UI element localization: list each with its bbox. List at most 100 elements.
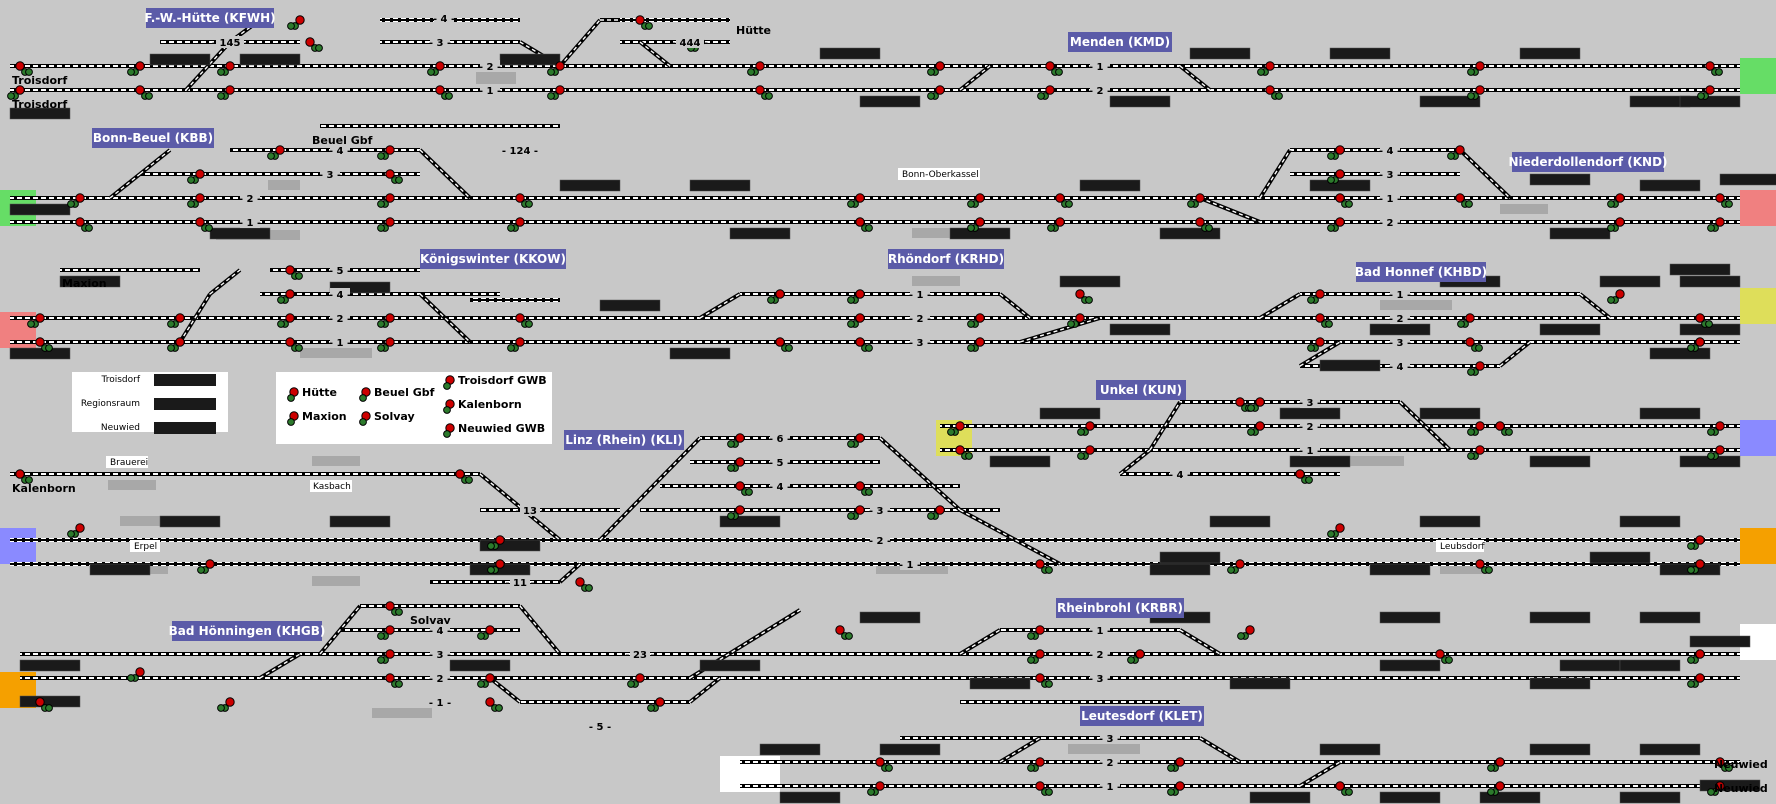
signal-icon[interactable] [187, 193, 205, 208]
track-crossover[interactable] [1498, 340, 1532, 368]
signal-icon[interactable] [217, 85, 235, 100]
signal-icon[interactable] [477, 673, 495, 688]
signal-icon[interactable] [1327, 145, 1345, 160]
track-crossover[interactable] [638, 40, 672, 68]
track-segment[interactable] [620, 40, 730, 44]
signal-icon[interactable] [1237, 625, 1255, 640]
entry-marker-blue-left[interactable] [0, 528, 36, 564]
signal-icon[interactable] [1077, 421, 1095, 436]
signal-icon[interactable] [1687, 673, 1705, 688]
station-khbd[interactable]: Bad Honnef (KHBD) [1355, 262, 1487, 282]
signal-icon[interactable] [377, 217, 395, 232]
track-crossover[interactable] [1178, 64, 1212, 92]
track-segment[interactable] [300, 64, 520, 68]
signal-icon[interactable] [277, 313, 295, 328]
signal-icon[interactable] [1055, 193, 1073, 208]
signal-icon[interactable] [267, 145, 285, 160]
entry-marker-red-right[interactable] [1740, 190, 1776, 226]
signal-icon[interactable] [377, 625, 395, 640]
signal-icon[interactable] [377, 649, 395, 664]
signal-icon[interactable] [305, 37, 323, 52]
signal-icon[interactable] [547, 85, 565, 100]
track-segment[interactable] [640, 508, 1000, 512]
signal-icon[interactable] [1335, 193, 1353, 208]
track-crossover[interactable] [998, 292, 1032, 320]
signal-icon[interactable] [1077, 445, 1095, 460]
signal-icon[interactable] [1075, 289, 1093, 304]
signal-icon[interactable] [855, 481, 873, 496]
track-segment[interactable] [10, 64, 1740, 68]
signal-icon[interactable] [187, 169, 205, 184]
signal-icon[interactable] [1335, 781, 1353, 796]
signal-icon[interactable] [1457, 313, 1475, 328]
track-segment[interactable] [60, 268, 200, 272]
signal-icon[interactable] [217, 697, 235, 712]
signal-icon[interactable] [1027, 625, 1045, 640]
signal-icon[interactable] [1495, 421, 1513, 436]
station-klet[interactable]: Leutesdorf (KLET) [1080, 706, 1204, 726]
track-segment[interactable] [1290, 148, 1460, 152]
station-kli[interactable]: Linz (Rhein) (KLI) [564, 430, 684, 450]
signal-icon[interactable] [197, 559, 215, 574]
track-crossover[interactable] [1578, 292, 1612, 320]
signal-icon[interactable] [167, 337, 185, 352]
signal-icon[interactable] [967, 193, 985, 208]
signal-icon[interactable] [1465, 337, 1483, 352]
signal-icon[interactable] [927, 61, 945, 76]
signal-icon[interactable] [507, 337, 525, 352]
track-crossover[interactable] [138, 148, 172, 176]
signal-icon[interactable] [1047, 217, 1065, 232]
signal-icon[interactable] [455, 469, 473, 484]
signal-icon[interactable] [1035, 559, 1053, 574]
track-crossover[interactable] [958, 64, 992, 92]
signal-icon[interactable] [575, 577, 593, 592]
track-segment[interactable] [1180, 400, 1400, 404]
signal-icon[interactable] [775, 337, 793, 352]
signal-icon[interactable] [967, 313, 985, 328]
signal-icon[interactable] [377, 145, 395, 160]
signal-icon[interactable] [1705, 61, 1723, 76]
entry-marker-green-right[interactable] [1740, 58, 1776, 94]
signal-icon[interactable] [1295, 469, 1313, 484]
signal-icon[interactable] [377, 337, 395, 352]
signal-icon[interactable] [627, 673, 645, 688]
signal-icon[interactable] [1037, 85, 1055, 100]
signal-icon[interactable] [1167, 781, 1185, 796]
track-segment[interactable] [230, 148, 420, 152]
track-segment[interactable] [20, 652, 1740, 656]
track-segment[interactable] [960, 676, 1160, 680]
signal-icon[interactable] [1307, 337, 1325, 352]
signal-icon[interactable] [477, 625, 495, 640]
signal-icon[interactable] [1327, 523, 1345, 538]
track-segment[interactable] [480, 508, 620, 512]
signal-icon[interactable] [287, 15, 305, 30]
station-fwh[interactable]: F.-W.-Hütte (KFWH) [144, 8, 276, 28]
signal-icon[interactable] [927, 85, 945, 100]
signal-icon[interactable] [1607, 217, 1625, 232]
entry-marker-orange-right[interactable] [1740, 528, 1776, 564]
signal-icon[interactable] [1167, 757, 1185, 772]
entry-marker-yellow-right[interactable] [1740, 288, 1776, 324]
signal-icon[interactable] [1247, 421, 1265, 436]
track-segment[interactable] [1620, 64, 1740, 68]
track-segment[interactable] [940, 448, 1740, 452]
signal-icon[interactable] [285, 265, 303, 280]
track-segment[interactable] [10, 316, 1740, 320]
station-krbr[interactable]: Rheinbrohl (KRBR) [1056, 598, 1184, 618]
signal-icon[interactable] [167, 313, 185, 328]
signal-icon[interactable] [1707, 421, 1725, 436]
track-crossover[interactable] [688, 676, 722, 704]
signal-icon[interactable] [435, 85, 453, 100]
signal-icon[interactable] [1227, 559, 1245, 574]
track-segment[interactable] [10, 340, 1740, 344]
station-kkow[interactable]: Königswinter (KKOW) [420, 249, 566, 269]
signal-icon[interactable] [1467, 421, 1485, 436]
track-segment[interactable] [10, 196, 1740, 200]
signal-icon[interactable] [1327, 217, 1345, 232]
signal-icon[interactable] [647, 697, 665, 712]
signal-icon[interactable] [377, 193, 395, 208]
track-segment[interactable] [260, 292, 500, 296]
signal-icon[interactable] [1607, 193, 1625, 208]
track-segment[interactable] [180, 172, 420, 176]
track-segment[interactable] [620, 18, 730, 22]
